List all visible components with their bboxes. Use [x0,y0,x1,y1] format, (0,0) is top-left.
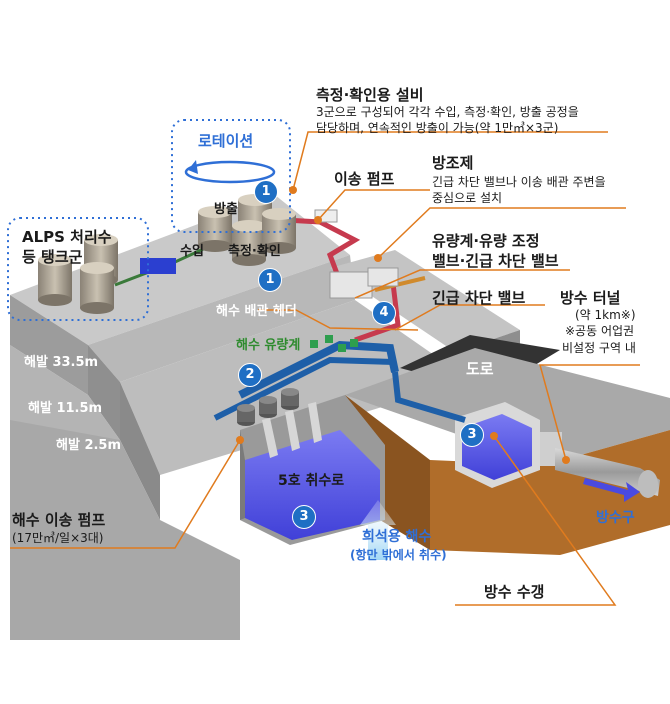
tide-title: 방조제 [432,154,474,172]
mid-front [120,382,160,520]
seawater-pump-title: 해수 이송 펌프 [12,511,106,529]
tide-desc-line1: 긴급 차단 밸브나 이송 배관 주변을 [432,175,606,189]
marker-1-tanks: 1 [258,268,282,292]
measure-desc-line1: 3군으로 구성되어 각각 수입, 측정·확인, 방출 공정을 [316,105,579,119]
seawater-pumps [237,388,299,426]
seawater-flowmeter-label: 해수 유량계 [236,338,301,353]
seawater-pump-desc: (17만㎥/일×3대) [12,531,104,545]
slope-front [88,345,120,440]
discharge-label: 방출 [214,202,238,217]
pipe-header-2 [213,356,396,421]
pipe-link [374,276,426,292]
intake-label: 5호 취수로 [278,473,345,489]
flowmeter-valve-line2: 밸브·긴급 차단 밸브 [432,252,559,270]
road-label: 도로 [466,360,494,378]
header-label: 해수 배관 헤더 [216,304,297,319]
alps-box [7,217,149,321]
tunnel-desc-line2: ※공동 어업권 [565,324,635,338]
elevation-2-5: 해발 2.5m [56,438,122,453]
emergency-valve-label: 긴급 차단 밸브 [432,289,526,307]
tunnel [555,448,660,496]
alps-tanks [38,234,176,314]
outlet-arrow [583,478,640,502]
outlet-label: 방수구 [596,510,635,526]
rotation-icon [184,160,276,184]
marker-3-intake: 3 [292,505,316,529]
elevation-11-5: 해발 11.5m [28,401,103,416]
alps-label-line1: ALPS 처리수 [22,228,112,246]
receive-label: 수입 [180,244,204,259]
rotation-box [171,119,291,233]
dilution-label-line2: (항만 밖에서 취수) [350,548,447,562]
rotation-label: 로테이션 [198,132,254,150]
measure-confirm-label: 측정·확인 [228,244,281,259]
marker-4: 4 [372,301,396,325]
marker-2: 2 [238,363,262,387]
marker-3-shaft: 3 [460,423,484,447]
tunnel-desc-line1: (약 1km※) [575,308,636,322]
dilution-arrow [360,500,396,560]
measure-title: 측정·확인용 설비 [316,86,424,104]
slope-face [88,255,355,382]
alps-label-line2: 등 탱크군 [22,248,83,266]
shaft-label: 방수 수갱 [484,583,545,601]
measurement-tanks [198,194,296,266]
intake-water [245,430,380,540]
tunnel-title: 방수 터널 [560,289,621,307]
measure-desc-line2: 담당하며, 연속적인 방출이 가능(약 1만㎥×3군) [316,121,559,135]
ground-left-top [10,345,120,440]
flowmeter-valve-line1: 유량계·유량 조정 [432,232,540,250]
intake-wall [240,430,245,520]
tide-desc-line2: 중심으로 설치 [432,191,503,205]
dilution-label-line1: 희석용 해수 [362,529,432,545]
tunnel-desc-line3: 비설정 구역 내 [562,341,636,355]
elevation-33-5: 해발 33.5m [24,355,99,370]
marker-1: 1 [254,180,278,204]
transfer-pump-label: 이송 펌프 [334,170,395,188]
pipe-lower [392,371,466,423]
